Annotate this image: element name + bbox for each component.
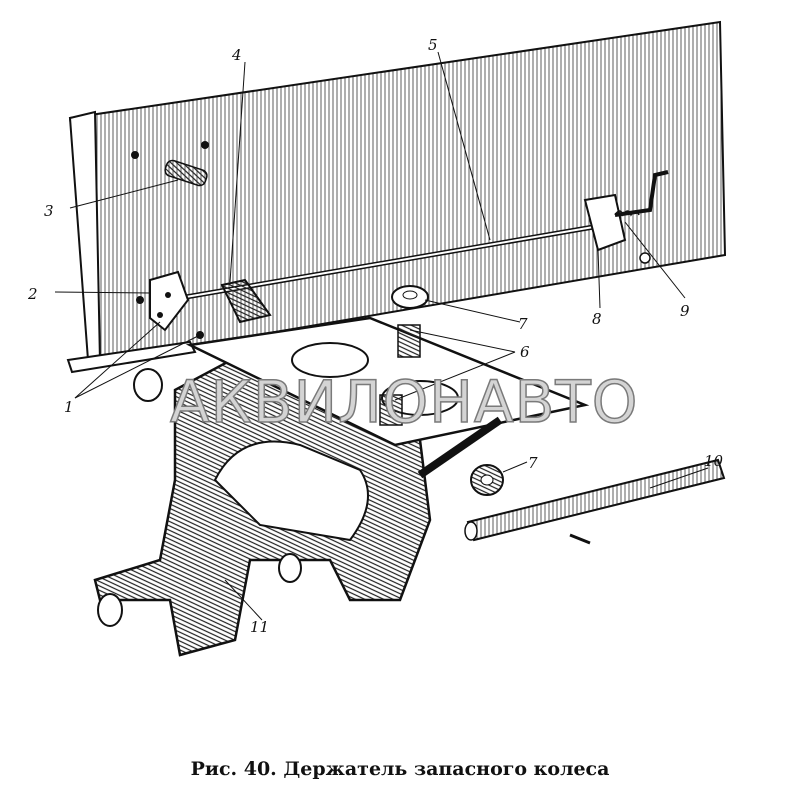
callout-9: 9 <box>680 302 690 320</box>
leader-lines <box>54 51 709 621</box>
callout-4: 4 <box>232 46 242 64</box>
bracket-hanger-11 <box>93 348 432 657</box>
frame-rail <box>66 20 727 374</box>
nut-7-upper <box>391 285 429 309</box>
callout-8: 8 <box>592 310 602 328</box>
spring-catch-8-9 <box>583 170 669 264</box>
callout-5: 5 <box>428 36 438 54</box>
callout-7-upper: 7 <box>518 315 528 333</box>
latch-rod-5 <box>179 222 606 301</box>
watermark: АКВИЛОНАВТО <box>169 367 639 437</box>
guide-4 <box>220 278 272 324</box>
figure-caption: Рис. 40. Держатель запасного колеса <box>190 758 610 780</box>
callout-7-lower: 7 <box>528 454 538 472</box>
callout-6: 6 <box>520 343 530 361</box>
lever-2 <box>149 270 190 332</box>
callout-3: 3 <box>44 202 54 220</box>
callout-2: 2 <box>28 285 38 303</box>
callout-11: 11 <box>250 618 270 636</box>
callout-10: 10 <box>704 452 724 470</box>
nut-7-lower <box>470 464 504 496</box>
mounting-plate-6 <box>185 316 590 479</box>
callout-1: 1 <box>64 398 74 416</box>
axle-rod-10 <box>464 458 726 545</box>
bolt-3 <box>164 159 208 187</box>
